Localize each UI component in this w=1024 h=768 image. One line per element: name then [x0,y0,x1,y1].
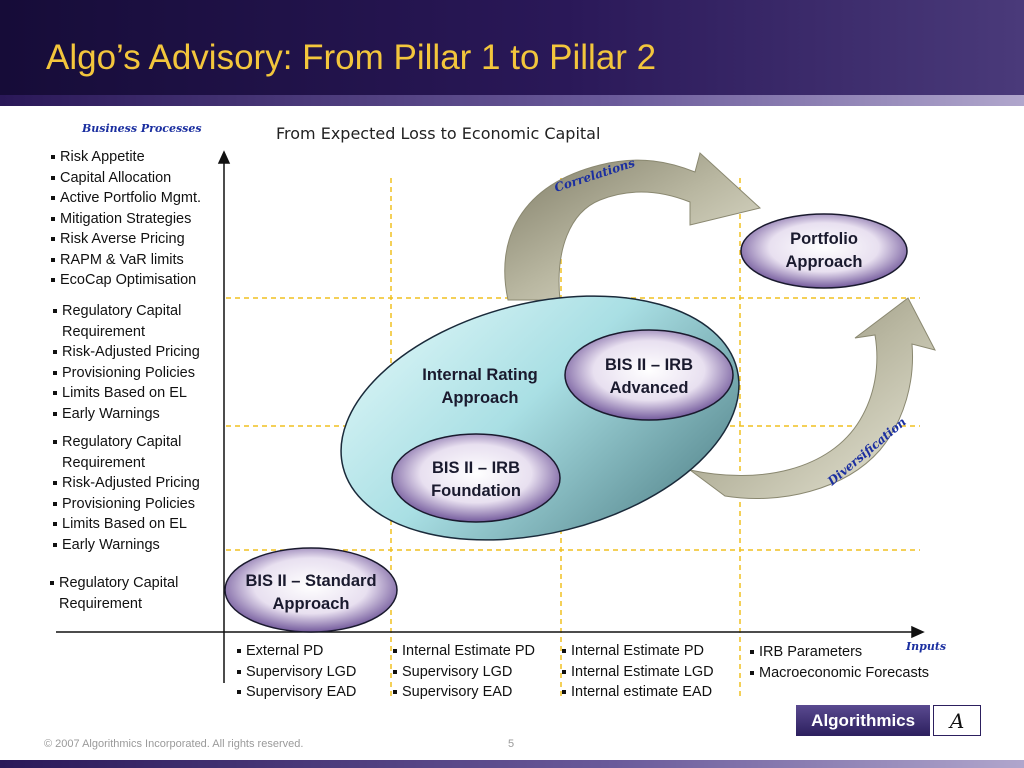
standard-approach-oval[interactable] [224,547,398,633]
portfolio-processes-list: Risk Appetite Capital Allocation Active … [51,147,201,291]
advanced-processes-list: Regulatory Capital Requirement Risk-Adju… [53,301,213,424]
slide-title: Algo’s Advisory: From Pillar 1 to Pillar… [46,38,657,77]
standard-inputs-list: External PD Supervisory LGD Supervisory … [237,641,356,703]
list-item: Early Warnings [53,535,213,556]
list-item: Internal Estimate LGD [562,662,714,683]
list-item: Risk-Adjusted Pricing [53,342,213,363]
list-item: Regulatory Capital Requirement [50,573,210,614]
list-item: Risk Averse Pricing [51,229,201,250]
list-item: Internal estimate EAD [562,682,714,703]
header-bar [0,0,1024,95]
y-axis-label: Business Processes [82,122,202,135]
logo-wordmark: Algorithmics [796,705,931,736]
list-item: External PD [237,641,356,662]
list-item: Active Portfolio Mgmt. [51,188,201,209]
x-axis-label: Inputs [906,640,947,653]
algorithmics-logo: Algorithmics A [796,705,981,736]
portfolio-inputs-list: IRB Parameters Macroeconomic Forecasts [750,642,929,683]
foundation-inputs-list: Internal Estimate PD Supervisory LGD Sup… [393,641,535,703]
standard-processes-list: Regulatory Capital Requirement [50,573,210,614]
list-item: Limits Based on EL [53,383,213,404]
list-item: Supervisory LGD [237,662,356,683]
list-item: Supervisory EAD [237,682,356,703]
list-item: Mitigation Strategies [51,209,201,230]
irb-advanced-oval[interactable] [564,329,734,421]
list-item: Internal Estimate PD [562,641,714,662]
list-item: RAPM & VaR limits [51,250,201,271]
list-item: Risk-Adjusted Pricing [53,473,213,494]
list-item: Risk Appetite [51,147,201,168]
list-item: Regulatory Capital Requirement [53,301,213,342]
list-item: IRB Parameters [750,642,929,663]
axes [56,150,925,683]
list-item: Limits Based on EL [53,514,213,535]
logo-mark-icon: A [933,705,981,736]
diagram-subtitle: From Expected Loss to Economic Capital [276,124,601,143]
correlations-arrow [504,152,762,301]
standard-approach-label: BIS II – Standard Approach [245,572,377,613]
copyright-text: © 2007 Algorithmics Incorporated. All ri… [44,738,304,750]
irb-foundation-oval[interactable] [391,433,561,523]
list-item: Supervisory EAD [393,682,535,703]
list-item: EcoCap Optimisation [51,270,201,291]
foundation-processes-list: Regulatory Capital Requirement Risk-Adju… [53,432,213,555]
portfolio-approach-oval[interactable] [740,213,908,289]
page-number: 5 [508,738,515,750]
portfolio-approach-label: Portfolio Approach [785,230,863,271]
advanced-inputs-list: Internal Estimate PD Internal Estimate L… [562,641,714,703]
footer-band [0,760,1024,768]
irb-advanced-label: BIS II – IRB Advanced [604,356,694,397]
list-item: Internal Estimate PD [393,641,535,662]
list-item: Provisioning Policies [53,363,213,384]
diversification-arrow [689,297,936,499]
list-item: Provisioning Policies [53,494,213,515]
list-item: Supervisory LGD [393,662,535,683]
list-item: Early Warnings [53,404,213,425]
irb-foundation-label: BIS II – IRB Foundation [431,459,521,500]
list-item: Macroeconomic Forecasts [750,663,929,684]
list-item: Regulatory Capital Requirement [53,432,213,473]
header-accent-band [0,95,1024,106]
internal-rating-label: Internal Rating Approach [422,366,538,407]
internal-rating-ellipse [340,295,740,541]
list-item: Capital Allocation [51,168,201,189]
